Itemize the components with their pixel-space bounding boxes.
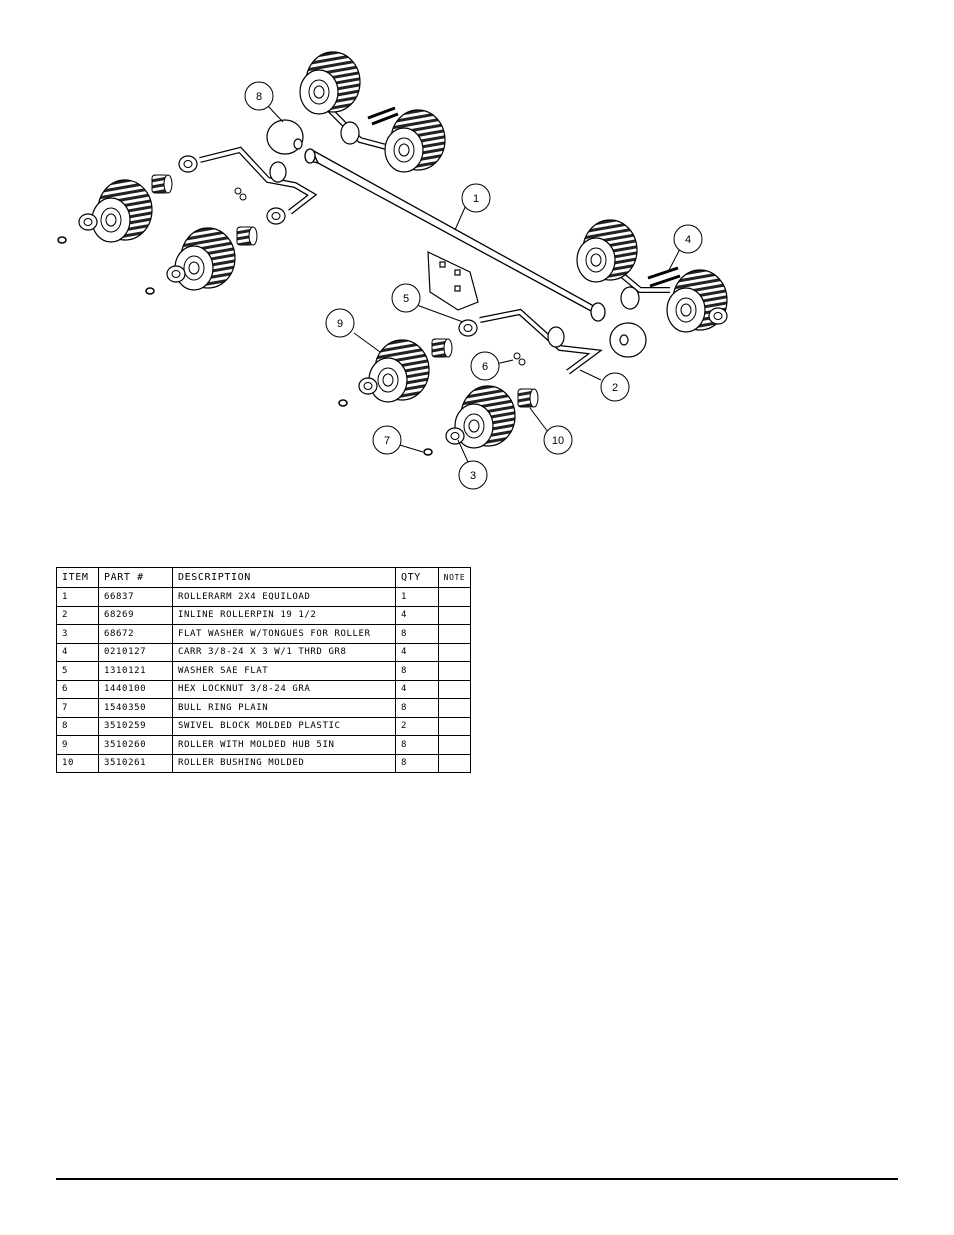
callout-1: 1 [461,183,491,213]
svg-text:1: 1 [473,193,479,205]
callout-7: 7 [372,425,402,455]
cell-note [438,661,471,681]
cell-item: 2 [56,605,99,625]
cell-item: 3 [56,624,99,644]
callout-3: 3 [458,460,488,490]
cell-qty: 4 [395,605,439,625]
cell-description: CARR 3/8-24 X 3 W/1 THRD GR8 [172,642,396,662]
cell-note [438,587,471,607]
cell-item: 5 [56,661,99,681]
cell-part-number: 1540350 [98,698,173,718]
cell-qty: 8 [395,661,439,681]
center-bracket [427,251,479,311]
header-description: DESCRIPTION [172,567,396,588]
cell-description: WASHER SAE FLAT [172,661,396,681]
cell-note [438,735,471,755]
cell-description: FLAT WASHER W/TONGUES FOR ROLLER [172,624,396,644]
svg-text:8: 8 [256,91,262,103]
cell-note [438,624,471,644]
rollerarm-tube [304,148,606,322]
svg-text:9: 9 [337,318,343,330]
header-note: NOTE [438,567,471,588]
cell-note [438,642,471,662]
cell-description: HEX LOCKNUT 3/8-24 GRA [172,679,396,699]
cell-item: 9 [56,735,99,755]
cell-description: SWIVEL BLOCK MOLDED PLASTIC [172,716,396,736]
callout-2: 2 [600,372,630,402]
svg-text:3: 3 [470,470,476,482]
cell-note [438,605,471,625]
carriage-bolt [367,106,681,288]
cell-part-number: 1440100 [98,679,173,699]
bull-ring [57,236,433,456]
cell-qty: 8 [395,753,439,773]
cell-part-number: 3510259 [98,716,173,736]
cell-part-number: 0210127 [98,642,173,662]
footer-rule [56,1178,898,1180]
swivel-block [266,119,647,358]
hex-locknut [234,187,526,366]
cell-note [438,679,471,699]
cell-part-number: 1310121 [98,661,173,681]
cell-description: ROLLER WITH MOLDED HUB 5IN [172,735,396,755]
cell-qty: 8 [395,698,439,718]
cell-part-number: 68269 [98,605,173,625]
cell-note [438,698,471,718]
callout-4: 4 [673,224,703,254]
cell-part-number: 68672 [98,624,173,644]
cell-qty: 4 [395,642,439,662]
cell-qty: 4 [395,679,439,699]
table-header-row: ITEM PART # DESCRIPTION QTY NOTE [56,567,471,588]
header-qty: QTY [395,567,439,588]
cell-description: INLINE ROLLERPIN 19 1/2 [172,605,396,625]
cell-note [438,716,471,736]
cell-description: BULL RING PLAIN [172,698,396,718]
cell-description: ROLLERARM 2X4 EQUILOAD [172,587,396,607]
cell-item: 1 [56,587,99,607]
cell-part-number: 3510260 [98,735,173,755]
header-part-number: PART # [98,567,173,588]
svg-text:2: 2 [612,382,618,394]
svg-text:10: 10 [552,435,564,447]
cell-item: 6 [56,679,99,699]
cell-qty: 2 [395,716,439,736]
cell-qty: 8 [395,735,439,755]
svg-text:6: 6 [482,361,488,373]
callout-8: 8 [244,81,274,111]
svg-text:5: 5 [403,293,409,305]
exploded-assembly-diagram: 8 1 4 5 9 6 2 7 10 3 [57,51,728,490]
svg-text:4: 4 [685,234,691,246]
cell-item: 8 [56,716,99,736]
cell-item: 7 [56,698,99,718]
callout-9: 9 [325,308,355,338]
cell-qty: 8 [395,624,439,644]
cell-item: 4 [56,642,99,662]
cell-note [438,753,471,773]
roller-with-hub [91,51,728,449]
callout-5: 5 [391,283,421,313]
cell-part-number: 3510261 [98,753,173,773]
cell-description: ROLLER BUSHING MOLDED [172,753,396,773]
svg-text:7: 7 [384,435,390,447]
cell-item: 10 [56,753,99,773]
cell-qty: 1 [395,587,439,607]
callout-10: 10 [543,425,573,455]
header-item: ITEM [56,567,99,588]
callout-6: 6 [470,351,500,381]
cell-part-number: 66837 [98,587,173,607]
